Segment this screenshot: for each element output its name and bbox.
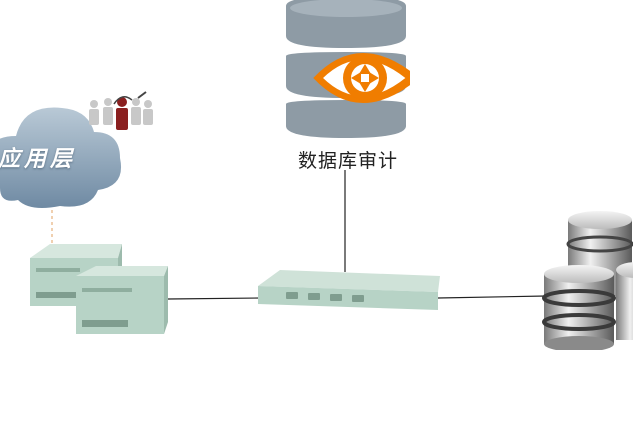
database-cluster-icon <box>542 211 633 350</box>
database-audit-node <box>282 0 410 140</box>
audit-label: 数据库审计 <box>297 150 398 172</box>
network-switch-icon <box>258 270 440 310</box>
app-layer-cloud <box>0 96 125 214</box>
server-group <box>26 240 176 340</box>
line-switch-to-db <box>437 295 547 299</box>
cloud-icon <box>0 107 121 208</box>
users-group <box>86 90 158 136</box>
database-cluster <box>540 210 633 350</box>
database-eye-icon <box>286 0 410 138</box>
app-layer-label: 应用层 <box>0 146 77 172</box>
server-rack-icon <box>30 244 168 334</box>
people-group-icon <box>89 91 153 130</box>
line-servers-to-switch <box>167 297 263 300</box>
network-switch <box>256 268 442 320</box>
